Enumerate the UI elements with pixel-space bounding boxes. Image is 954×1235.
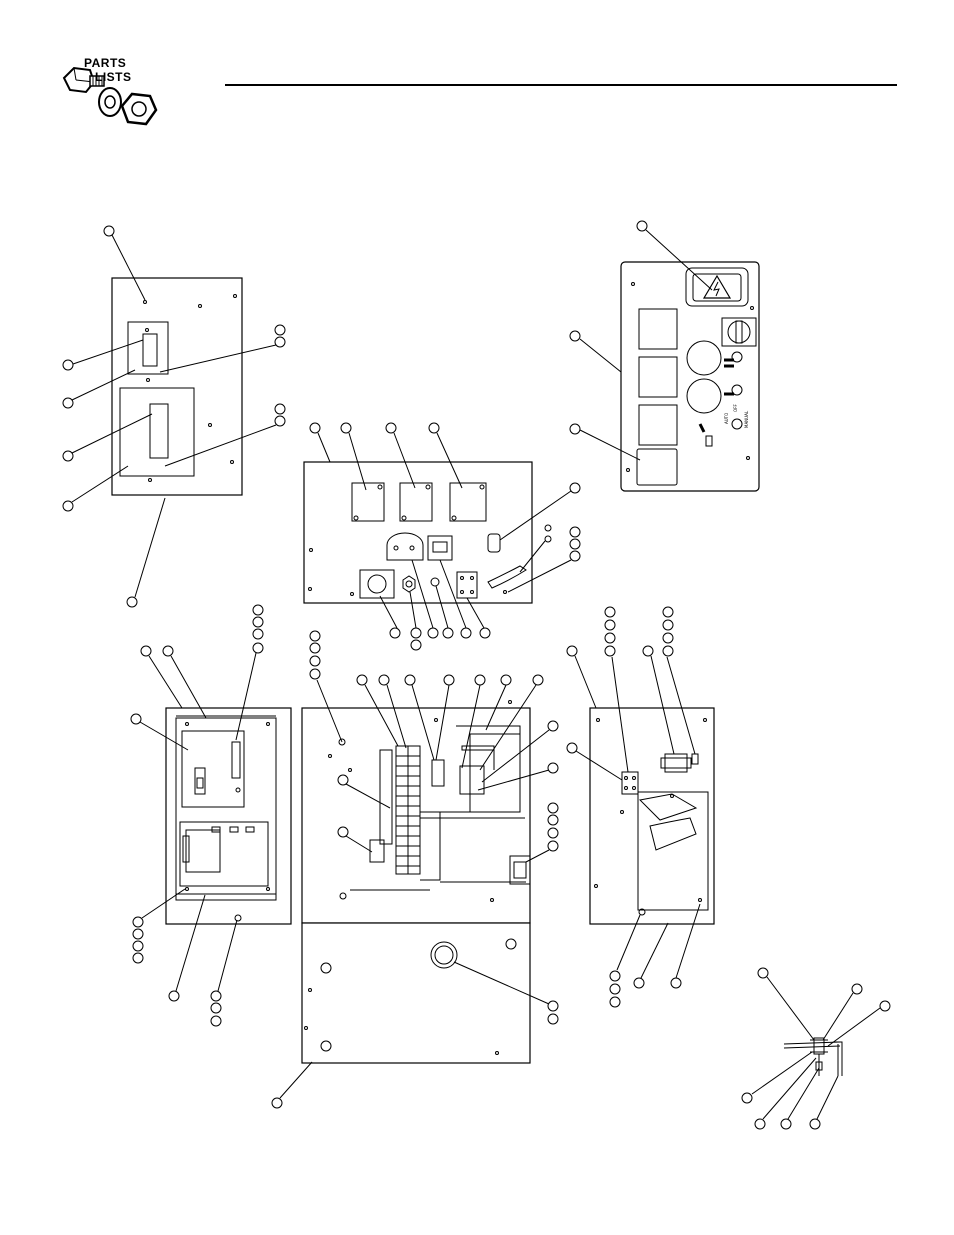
switch-label-off: OFF (733, 404, 738, 412)
left-mid-panel (166, 708, 291, 924)
control-panel (621, 262, 759, 491)
center-main-enclosure (302, 701, 530, 1064)
hardware-detail (784, 1038, 842, 1076)
switch-label-manual: MANUAL (744, 410, 749, 428)
hardware-detail-callouts (742, 968, 890, 1129)
right-mid-panel (590, 708, 714, 924)
switch-label-auto: AUTO (724, 413, 729, 424)
top-left-panel (112, 278, 242, 495)
center-top-panel (304, 462, 532, 603)
